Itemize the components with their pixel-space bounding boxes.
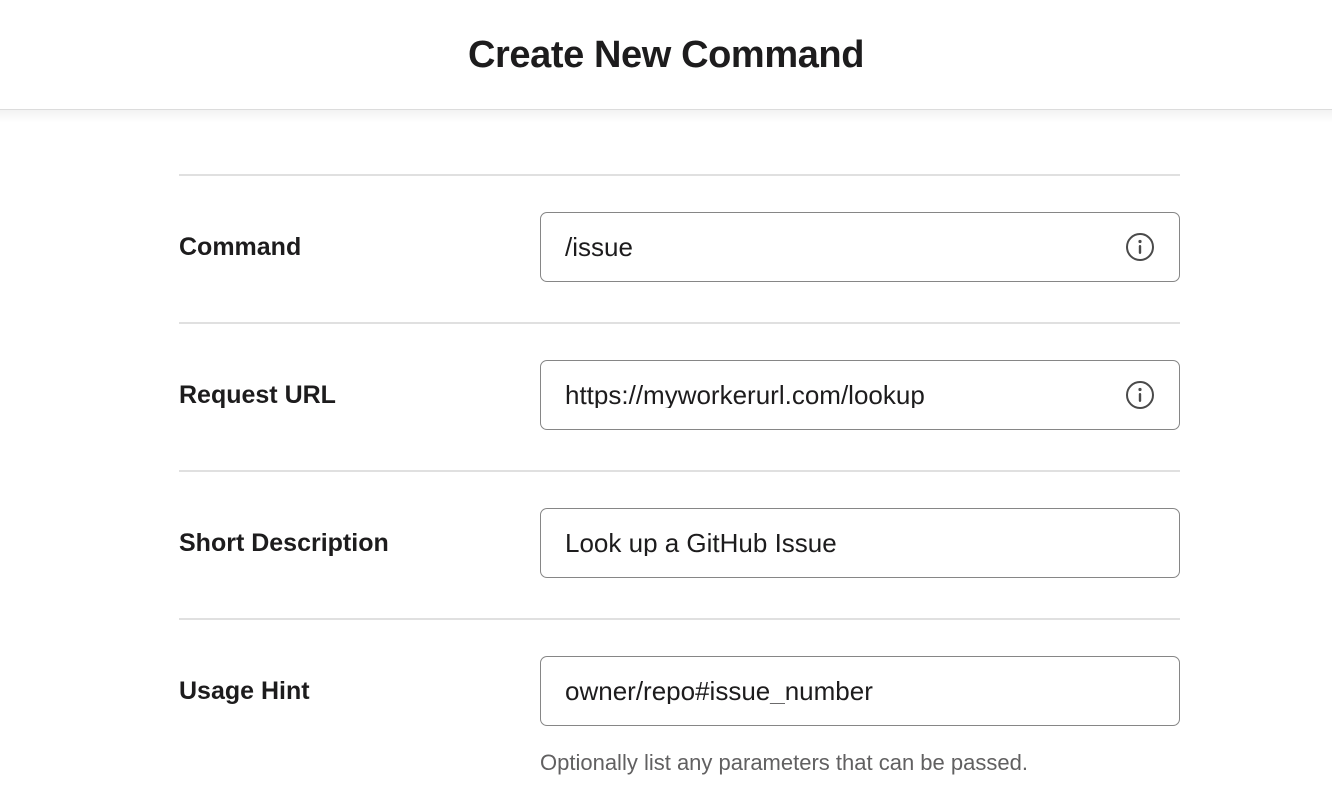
form-row-short-description: Short Description Look up a GitHub Issue (179, 472, 1180, 618)
usage-hint-input-value[interactable]: owner/repo#issue_number (565, 678, 873, 704)
usage-hint-help-text: Optionally list any parameters that can … (540, 750, 1028, 775)
field-label-request-url: Request URL (179, 381, 336, 409)
form-row-request-url: Request URL https://myworkerurl.com/look… (179, 324, 1180, 470)
command-input[interactable]: /issue (540, 212, 1180, 282)
row-divider (179, 174, 1180, 176)
field-label-command: Command (179, 233, 302, 261)
form-row-usage-hint: Usage Hint owner/repo#issue_number Optio… (179, 620, 1180, 776)
request-url-input[interactable]: https://myworkerurl.com/lookup (540, 360, 1180, 430)
short-description-input-value[interactable]: Look up a GitHub Issue (565, 530, 837, 556)
field-control-request-url: https://myworkerurl.com/lookup (540, 360, 1180, 430)
request-url-input-value[interactable]: https://myworkerurl.com/lookup (565, 382, 925, 408)
info-circle-icon[interactable] (1125, 232, 1155, 262)
field-label-usage-hint: Usage Hint (179, 677, 310, 705)
form-rows: Command /issue Request URL (179, 174, 1180, 776)
row-divider (179, 470, 1180, 472)
page-header: Create New Command (0, 0, 1332, 123)
command-form: Command /issue Request URL (0, 110, 1332, 776)
row-divider (179, 322, 1180, 324)
page-title: Create New Command (467, 33, 865, 76)
field-control-short-description: Look up a GitHub Issue (540, 508, 1180, 578)
usage-hint-input[interactable]: owner/repo#issue_number (540, 656, 1180, 726)
info-circle-icon[interactable] (1125, 380, 1155, 410)
row-divider (179, 618, 1180, 620)
field-control-command: /issue (540, 212, 1180, 282)
field-label-short-description: Short Description (179, 529, 389, 557)
short-description-input[interactable]: Look up a GitHub Issue (540, 508, 1180, 578)
field-control-usage-hint: owner/repo#issue_number Optionally list … (540, 656, 1180, 776)
form-row-command: Command /issue (179, 176, 1180, 322)
command-input-value[interactable]: /issue (565, 234, 633, 260)
